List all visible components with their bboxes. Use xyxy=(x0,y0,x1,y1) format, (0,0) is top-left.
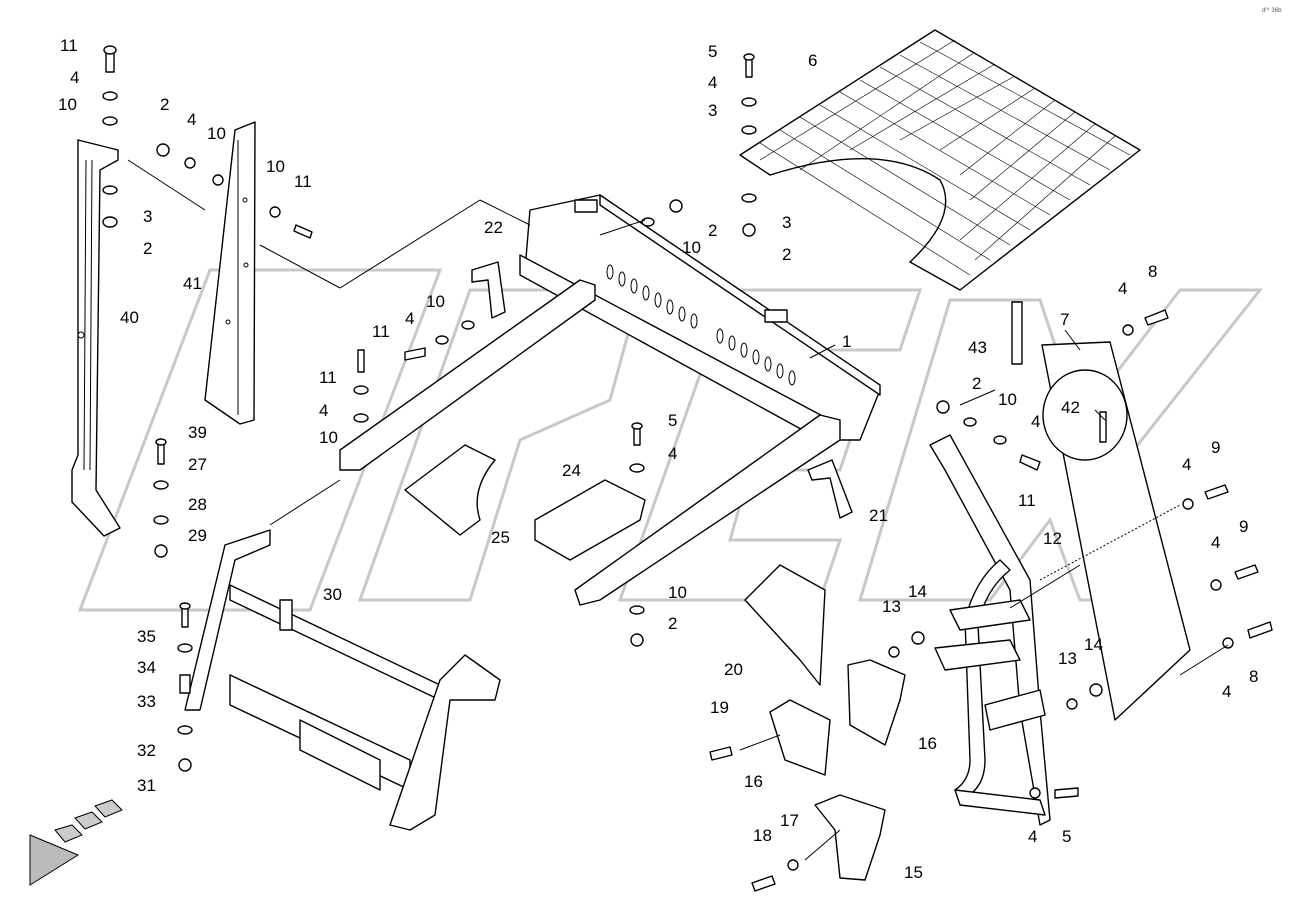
callout-label: 8 xyxy=(1249,667,1258,686)
callout-label: 22 xyxy=(484,218,503,237)
callout-label: 4 xyxy=(1028,827,1037,846)
callout-label: 4 xyxy=(319,401,328,420)
callout-label: 10 xyxy=(426,292,445,311)
callout-label: 41 xyxy=(183,274,202,293)
callout-label: 10 xyxy=(998,390,1017,409)
callout-label: 2 xyxy=(143,239,152,258)
callout-label: 39 xyxy=(188,423,207,442)
callout-label: 10 xyxy=(58,95,77,114)
callout-label: 4 xyxy=(70,68,79,87)
callout-label: 10 xyxy=(207,124,226,143)
callout-label: 20 xyxy=(724,660,743,679)
callout-label: 5 xyxy=(708,42,717,61)
callout-label: 4 xyxy=(1211,533,1220,552)
callout-label: 16 xyxy=(744,772,763,791)
callout-label: 11 xyxy=(1018,491,1036,510)
callout-label: 8 xyxy=(1148,262,1157,281)
callout-label: 25 xyxy=(491,528,510,547)
part-7-right-panel xyxy=(1011,301,1191,721)
corner-mark: d⁰¹ 36b xyxy=(1262,7,1282,14)
part-30-lower-frame xyxy=(184,529,501,831)
callout-label: 5 xyxy=(1062,827,1071,846)
callout-label: 4 xyxy=(668,444,677,463)
callout-label: 19 xyxy=(710,698,729,717)
callout-label: 10 xyxy=(668,583,687,602)
callout-label: 11 xyxy=(60,36,78,55)
callout-label: 15 xyxy=(904,863,923,882)
callout-label: 31 xyxy=(137,776,156,795)
callout-label: 11 xyxy=(294,172,312,191)
callout-label: 13 xyxy=(1058,649,1077,668)
part-24-plate xyxy=(534,479,646,561)
callout-label: 4 xyxy=(708,73,717,92)
callout-label: 29 xyxy=(188,526,207,545)
callout-label: 4 xyxy=(187,110,196,129)
callout-label: 4 xyxy=(405,309,414,328)
callout-label: 4 xyxy=(1118,279,1127,298)
callout-label: 4 xyxy=(1031,412,1040,431)
callout-label: 4 xyxy=(1182,455,1191,474)
callout-label: 14 xyxy=(908,582,927,601)
callout-label: 42 xyxy=(1061,398,1080,417)
part-40-vertical-post xyxy=(71,139,121,537)
callout-label: 33 xyxy=(137,692,156,711)
callout-label: 5 xyxy=(668,411,677,430)
part-22-bracket xyxy=(471,261,506,319)
callout-label: 9 xyxy=(1239,517,1248,536)
callout-label: 3 xyxy=(782,213,791,232)
part-25-plate xyxy=(404,444,496,536)
callout-label: 34 xyxy=(137,658,156,677)
callout-label: 21 xyxy=(869,506,888,525)
leader-lines xyxy=(127,159,1229,861)
callout-label: 3 xyxy=(708,101,717,120)
callout-label: 35 xyxy=(137,627,156,646)
callout-label: 2 xyxy=(708,221,717,240)
callout-label: 4 xyxy=(1222,682,1231,701)
callout-label: 11 xyxy=(372,322,390,341)
part-16-bracket-a xyxy=(847,659,906,746)
callout-label: 10 xyxy=(266,157,285,176)
frame-slots xyxy=(606,264,796,386)
callout-label: 16 xyxy=(918,734,937,753)
callout-label: 2 xyxy=(160,95,169,114)
part-15-step xyxy=(814,794,886,881)
part-1-main-frame xyxy=(339,194,881,606)
fasteners-right xyxy=(709,309,1273,892)
callout-label: 24 xyxy=(562,461,581,480)
callout-label: 11 xyxy=(319,368,337,387)
part-41-side-plate xyxy=(204,121,256,425)
callout-label: 28 xyxy=(188,495,207,514)
callout-label: 30 xyxy=(323,585,342,604)
fasteners-center xyxy=(629,53,757,647)
callout-label: 27 xyxy=(188,455,207,474)
callout-label: 2 xyxy=(668,614,677,633)
callout-label: 3 xyxy=(143,207,152,226)
part-12-step-frame xyxy=(929,434,1051,826)
fasteners-lower-left xyxy=(153,320,475,772)
callout-label: 1 xyxy=(842,332,851,351)
callout-labels: 11 4 10 3 2 40 2 4 10 10 11 41 22 10 4 1… xyxy=(58,36,1258,882)
direction-arrow-icon xyxy=(29,799,123,886)
callout-label: 6 xyxy=(808,51,817,70)
callout-label: 2 xyxy=(782,245,791,264)
part-16-bracket-b xyxy=(769,699,831,776)
callout-label: 17 xyxy=(780,811,799,830)
callout-label: 9 xyxy=(1211,438,1220,457)
callout-label: 14 xyxy=(1084,635,1103,654)
part-21-bracket xyxy=(807,459,853,519)
callout-label: 10 xyxy=(682,238,701,257)
part-20-chute xyxy=(744,564,826,686)
callout-label: 40 xyxy=(120,308,139,327)
callout-label: 32 xyxy=(137,741,156,760)
fasteners-left-stack xyxy=(102,45,313,239)
callout-label: 12 xyxy=(1043,529,1062,548)
callout-label: 10 xyxy=(319,428,338,447)
callout-label: 13 xyxy=(882,597,901,616)
callout-label: 43 xyxy=(968,338,987,357)
callout-label: 7 xyxy=(1060,310,1069,329)
part-6-grating xyxy=(739,29,1141,291)
callout-label: 2 xyxy=(972,374,981,393)
callout-label: 18 xyxy=(753,826,772,845)
